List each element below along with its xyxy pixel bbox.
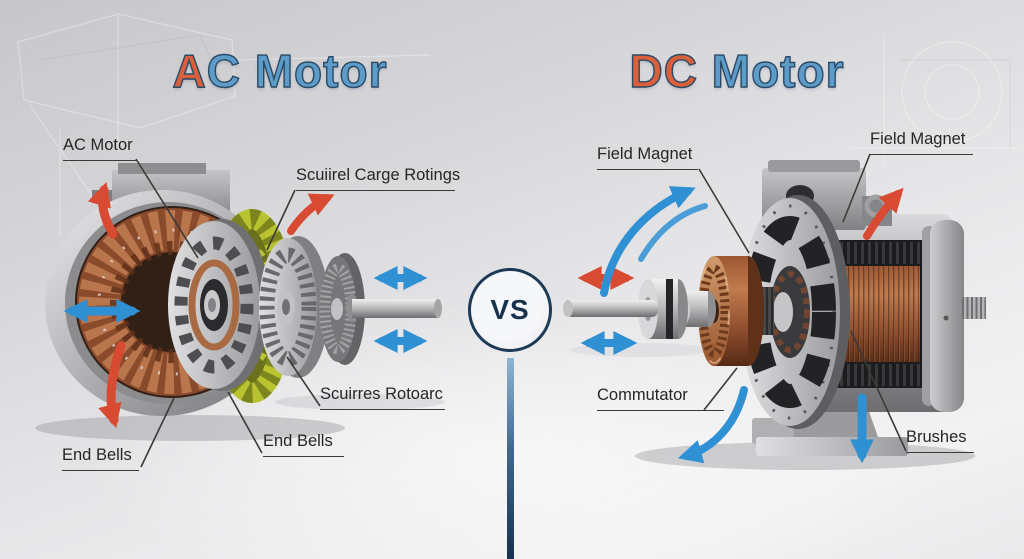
label-end-bells-left: End Bells: [62, 446, 139, 471]
dc-motor-illustration: [563, 160, 986, 456]
label-ac-motor: AC Motor: [63, 136, 137, 161]
background-sketch: [17, 13, 1020, 235]
ac-title-orange-part: A: [172, 44, 207, 97]
dc-blue-curved-arrow-up-icon: [600, 186, 696, 297]
dc-title: DC Motor: [629, 44, 845, 98]
label-rotor: Scuirres Rotoarc: [320, 385, 445, 410]
label-end-bells-right: End Bells: [263, 432, 344, 457]
dc-end-cap: [922, 220, 964, 412]
ac-red-arrow-upright-icon: [287, 193, 335, 235]
label-field-magnet-right: Field Magnet: [870, 130, 973, 155]
ac-red-arrow-up-icon: [87, 181, 118, 239]
vs-badge: VS: [468, 268, 552, 352]
dc-commutator-disc: [698, 256, 764, 366]
ac-red-arrow-down-icon: [98, 341, 126, 429]
leader-lines: [135, 153, 907, 468]
background-sketch-dark: [39, 34, 1011, 150]
ac-rotor-disc: [259, 236, 329, 378]
ground-shadows: [35, 343, 975, 470]
vs-label: VS: [490, 294, 530, 325]
divider-line-bottom: [507, 358, 514, 559]
label-squirrel-cage: Scuiirel Carge Rotings: [296, 166, 460, 191]
ac-title: AC Motor: [172, 44, 388, 98]
dc-shaft: [563, 300, 658, 317]
ac-title-blue-part: C Motor: [206, 44, 388, 97]
label-commutator: Commutator: [597, 386, 724, 411]
label-brushes: Brushes: [906, 428, 974, 453]
dc-title-orange-part: DC: [629, 44, 698, 97]
label-field-magnet-left: Field Magnet: [597, 145, 698, 170]
ac-shaft: [346, 294, 442, 322]
dc-blue-curved-arc-icon: [638, 203, 708, 262]
dc-threaded-shaft-stub: [962, 297, 986, 319]
ac-end-bell-plate: [168, 219, 270, 391]
dc-title-blue-part: Motor: [697, 44, 845, 97]
dc-red-arrow-upright-icon: [863, 187, 904, 240]
divider-line-top: [507, 0, 514, 262]
flow-arrows: [63, 181, 904, 464]
dc-blue-curved-arrow-down-icon: [677, 386, 748, 464]
